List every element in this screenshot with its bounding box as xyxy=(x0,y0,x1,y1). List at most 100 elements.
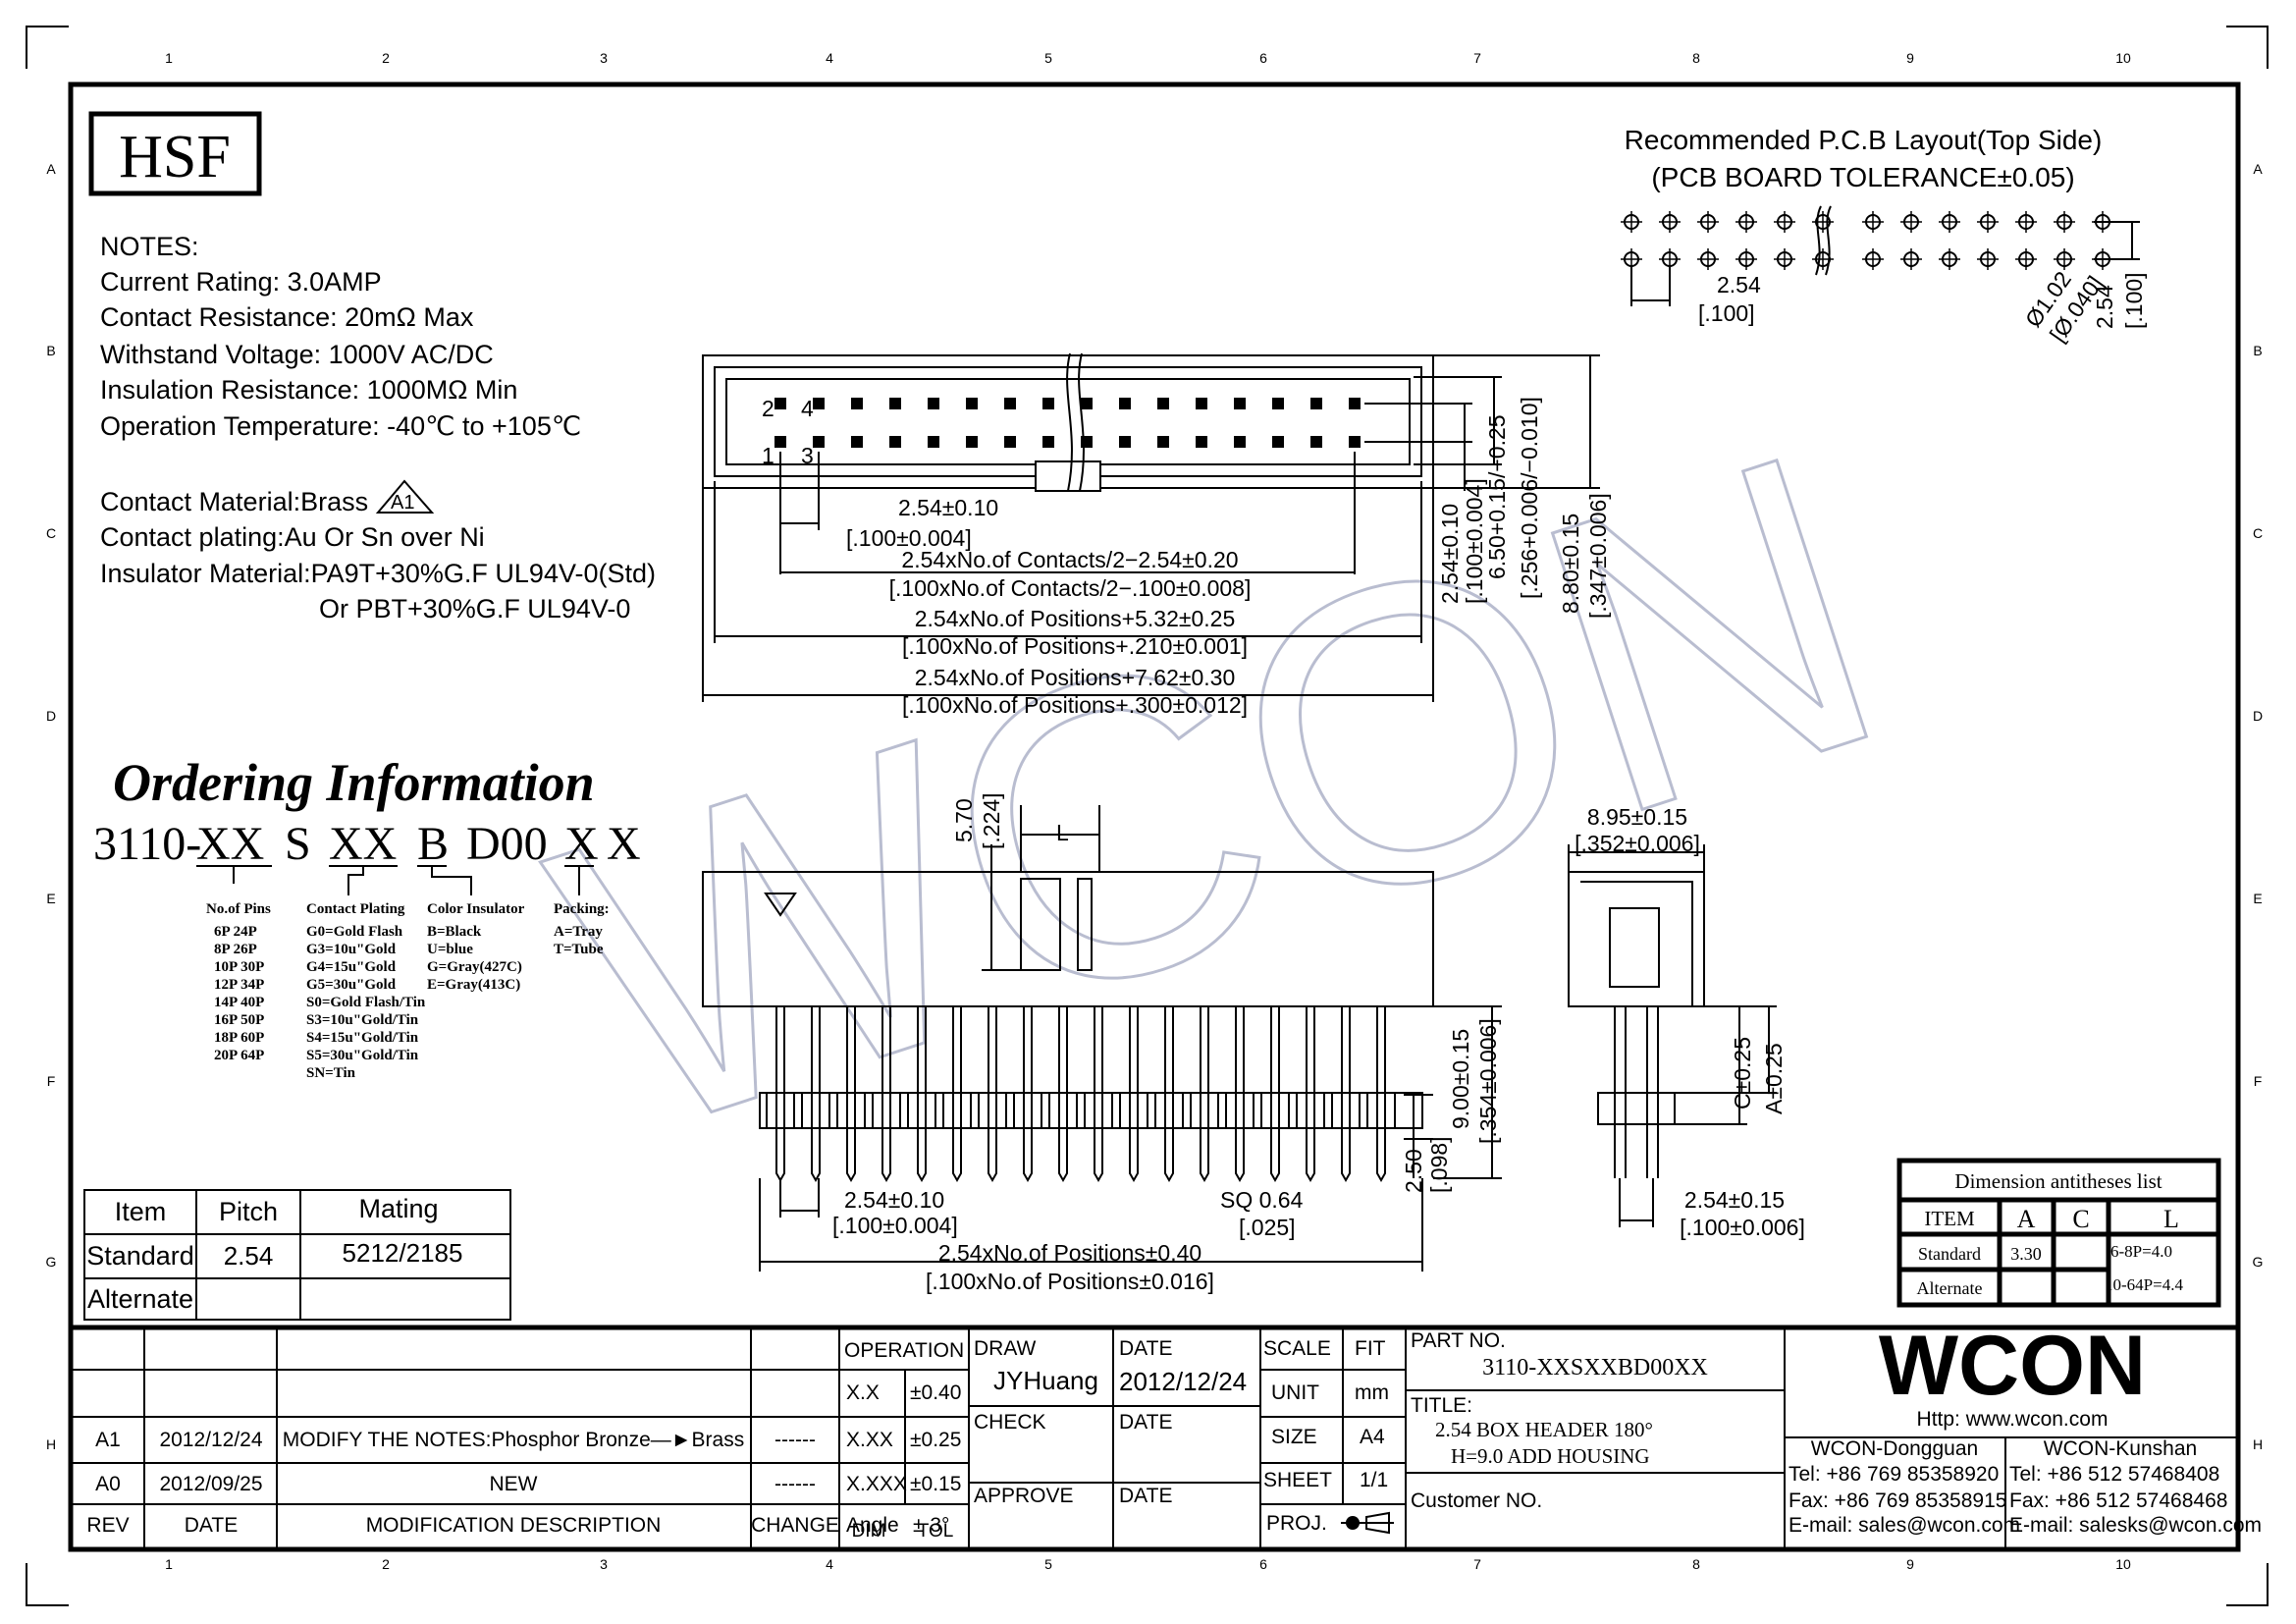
tol-cell: X.XX xyxy=(846,1429,893,1451)
grid-col-label: 10 xyxy=(2115,1556,2131,1572)
office-email[interactable]: E-mail: sales@wcon.com xyxy=(1789,1514,2020,1537)
pitch-cell: Alternate xyxy=(87,1284,193,1314)
pin xyxy=(813,398,825,409)
revision-cell: A1 xyxy=(95,1429,121,1451)
pcb-hole-cross xyxy=(1900,211,1922,233)
title-label: TITLE: xyxy=(1411,1394,1472,1417)
office-tel: Tel: +86 769 85358920 xyxy=(1789,1463,1999,1486)
hsf-logo: HSF xyxy=(119,124,231,190)
dim-text: 2.54xNo.of Positions+7.62±0.30 xyxy=(915,665,1236,690)
date-label: DATE xyxy=(1119,1485,1172,1507)
office-fax: Fax: +86 769 85358915 xyxy=(1789,1489,2006,1512)
grid-col-label: 8 xyxy=(1692,1556,1700,1572)
pin xyxy=(1310,436,1322,448)
note-line: Insulation Resistance: 1000MΩ Min xyxy=(100,375,517,405)
grid-col-label: 6 xyxy=(1259,1556,1267,1572)
grid-row-label: E xyxy=(2253,891,2262,906)
dim-text: 9.00±0.15 xyxy=(1448,1029,1473,1129)
pcb-hole-icon xyxy=(1900,248,1922,270)
pcb-hole-icon xyxy=(2054,211,2075,233)
polarity-triangle-icon xyxy=(764,893,797,917)
pin xyxy=(1157,436,1169,448)
office-email[interactable]: E-mail: salesks@wcon.com xyxy=(2009,1514,2262,1537)
pcb-hole-cross xyxy=(1659,211,1681,233)
grid-col-label: 10 xyxy=(2115,50,2131,66)
table-cell: 10-64P=4.4 xyxy=(2105,1275,2183,1294)
pin xyxy=(988,1006,997,1183)
pin xyxy=(1042,436,1054,448)
pin-housing xyxy=(1331,1092,1361,1129)
table-header: C xyxy=(2072,1205,2089,1233)
ordering-plating-item: S5=30u"Gold/Tin xyxy=(306,1048,419,1063)
revision-cell: 2012/12/24 xyxy=(159,1429,262,1451)
grid-row-label: B xyxy=(46,343,55,358)
table-cell: 3.30 xyxy=(2010,1244,2042,1264)
pcb-hole-cross xyxy=(2054,248,2075,270)
pcb-hole-icon xyxy=(1774,211,1795,233)
pitch-table: Item Pitch Mating Standard 2.54 5212/218… xyxy=(83,1189,511,1321)
ordering-plating-label: Contact Plating xyxy=(306,901,405,917)
pin xyxy=(1349,436,1361,448)
grid-row-label: H xyxy=(2253,1436,2263,1452)
pitch-header: Pitch xyxy=(219,1197,278,1226)
pin xyxy=(1023,1006,1033,1183)
dim-text: [.100] xyxy=(2121,272,2147,329)
pin-housing xyxy=(836,1092,866,1129)
pin-housing xyxy=(1225,1092,1255,1129)
grid-row-label: A xyxy=(46,161,56,177)
grid-row-label: F xyxy=(47,1073,56,1089)
pin xyxy=(928,436,939,448)
table-cell: Standard xyxy=(1918,1244,1981,1264)
dim-text: [.100±0.006] xyxy=(1680,1215,1805,1240)
pcb-hole-cross xyxy=(2015,248,2037,270)
pin xyxy=(774,398,786,409)
drawer-name: JYHuang xyxy=(993,1366,1098,1395)
sheet-value: 1/1 xyxy=(1360,1469,1388,1491)
revision-cell: ------ xyxy=(774,1473,816,1495)
ordering-pins-item: 8P 26P xyxy=(214,942,257,957)
pcb-hole-cross xyxy=(1812,248,1834,270)
unit-label: UNIT xyxy=(1271,1381,1319,1404)
dim-text: [.347±0.006] xyxy=(1585,493,1611,619)
pin xyxy=(1119,398,1131,409)
date-label: DATE xyxy=(1119,1337,1172,1360)
dim-text: [.100xNo.of Positions±0.016] xyxy=(926,1269,1214,1294)
ordering-pins-item: 18P 60P xyxy=(214,1030,264,1046)
pitch-header: Item xyxy=(115,1197,167,1226)
housing-strip xyxy=(759,1092,1423,1129)
ordering-code: 3110- XX S XX B D00 X X xyxy=(93,818,641,870)
pin xyxy=(1234,436,1246,448)
pitch-cell: 5212/2185 xyxy=(343,1238,463,1268)
pcb-hole-icon xyxy=(1659,211,1681,233)
pin-housing xyxy=(801,1092,830,1129)
pcb-hole-cross xyxy=(1939,248,1960,270)
pcb-hole-icon xyxy=(1697,211,1719,233)
ordering-pins-item: 16P 50P xyxy=(214,1012,264,1028)
note-material: Insulator Material:PA9T+30%G.F UL94V-0(S… xyxy=(100,559,656,588)
grid-col-label: 2 xyxy=(382,50,390,66)
revision-header: CHANGE xyxy=(751,1514,839,1537)
pin-label: 3 xyxy=(801,443,814,468)
dim-text: [.100xNo.of Positions+.300±0.012] xyxy=(902,692,1248,718)
dim-text: [.354±0.006] xyxy=(1475,1018,1501,1144)
dim-text: [.025] xyxy=(1239,1215,1296,1240)
note-line: Contact Resistance: 20mΩ Max xyxy=(100,302,474,332)
unit-value: mm xyxy=(1355,1381,1389,1404)
pcb-hole-cross xyxy=(1774,248,1795,270)
ordering-pins-item: 6P 24P xyxy=(214,924,257,940)
pin xyxy=(1058,1006,1068,1183)
company-url[interactable]: Http: www.wcon.com xyxy=(1917,1408,2109,1431)
dim-text: 2.54±0.10 xyxy=(1437,504,1463,604)
hsf-logo-box xyxy=(88,111,262,196)
pin xyxy=(1234,398,1246,409)
table-header: ITEM xyxy=(1924,1207,1975,1230)
note-material: Contact plating:Au Or Sn over Ni xyxy=(100,522,485,552)
code-color: B xyxy=(417,818,449,870)
pcb-hole-icon xyxy=(1735,248,1757,270)
pcb-hole-cross xyxy=(1977,211,1999,233)
dim-text: [.100±0.004] xyxy=(846,525,972,551)
pcb-hole-cross xyxy=(1774,211,1795,233)
ordering-pins-label: No.of Pins xyxy=(206,901,271,917)
ordering-pins-item: 12P 34P xyxy=(214,977,264,993)
